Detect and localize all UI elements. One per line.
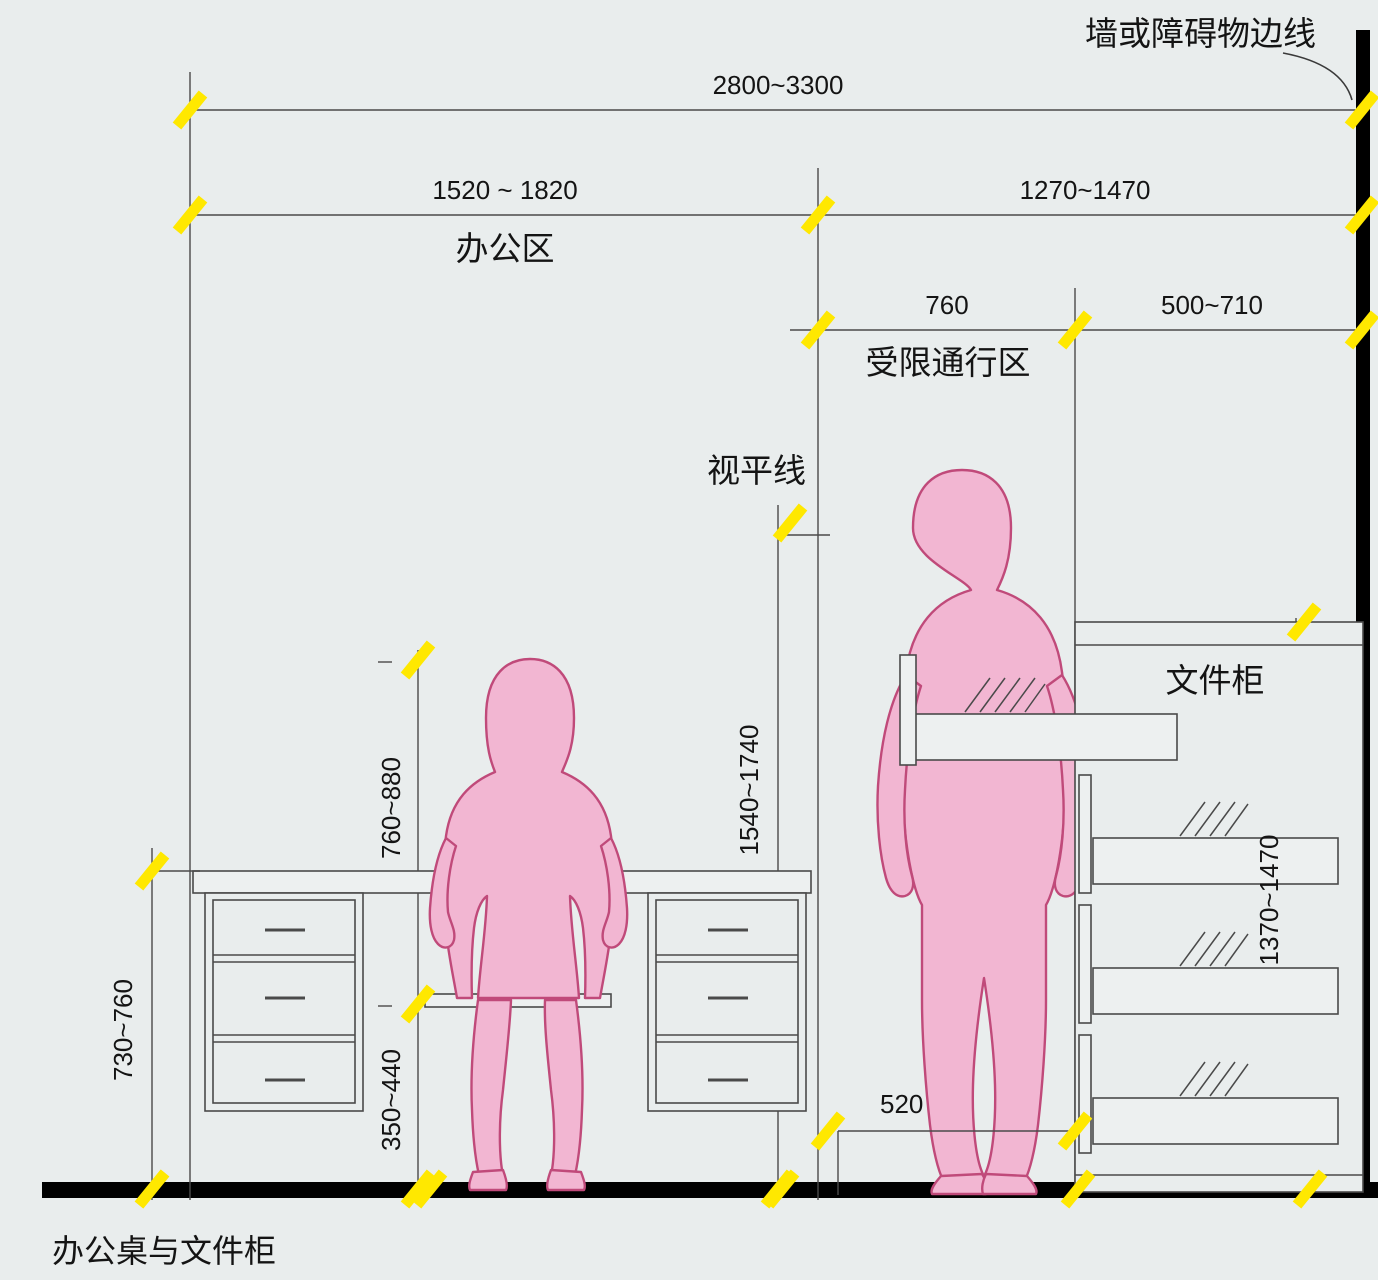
wall-callout-leader <box>1282 52 1353 101</box>
dimension-seated-eye-height: 760~880 <box>376 644 431 859</box>
drawer-front-panel-3 <box>1078 904 1092 1024</box>
zone-label-restricted-passage: 受限通行区 <box>866 344 1031 381</box>
dimension-passage-width-label: 760 <box>925 290 968 320</box>
seated-person-figure <box>428 657 629 1192</box>
dimension-seat-height-label: 350~440 <box>376 1049 406 1151</box>
dimension-shoulder-to-wall-label: 520 <box>880 1089 923 1119</box>
dimension-desk-height: 730~760 <box>108 855 200 1205</box>
file-cabinet-assembly: 文件柜 <box>899 621 1364 1193</box>
zone-label-office-area: 办公区 <box>456 230 555 267</box>
file-cabinet-drawer-open-top <box>902 713 1178 761</box>
drawer-front-panel-top <box>899 654 917 766</box>
dimension-overall-width: 2800~3300 <box>177 70 1375 126</box>
dimension-seated-eye-height-label: 760~880 <box>376 757 406 859</box>
file-cabinet-drawer-open-4 <box>1092 1097 1339 1145</box>
dimension-standing-eye-height: 1540~1740 <box>734 725 791 1205</box>
file-cabinet-drawer-open-3 <box>1092 967 1339 1015</box>
desk-assembly <box>192 870 812 1112</box>
eye-level-label: 视平线 <box>707 452 806 489</box>
dimension-desk-height-label: 730~760 <box>108 979 138 1081</box>
dimension-cabinet-reach-height: 1370~1470 <box>1254 606 1317 965</box>
dimension-seat-height: 350~440 <box>376 988 431 1205</box>
file-cabinet-drawer-open-2 <box>1092 837 1339 885</box>
eye-level-marker: 视平线 <box>707 452 830 539</box>
drawing-caption: 办公桌与文件柜 <box>52 1233 276 1269</box>
dimension-passage-widths: 760 500~710 受限通行区 <box>790 290 1375 381</box>
file-cabinet-label: 文件柜 <box>1166 662 1265 699</box>
drawer-front-panel-2 <box>1078 774 1092 894</box>
dimension-passage-cabinet-width-label: 1270~1470 <box>1020 175 1151 205</box>
dimension-zone-widths: 1520 ~ 1820 1270~1470 办公区 <box>177 175 1375 267</box>
floor-line <box>42 1182 1378 1198</box>
dimension-overall-width-label: 2800~3300 <box>713 70 844 100</box>
dimension-cabinet-reach-height-label: 1370~1470 <box>1254 835 1284 966</box>
dimension-shoulder-to-wall: 520 <box>815 1089 1088 1195</box>
dimension-standing-eye-height-label: 1540~1740 <box>734 725 764 856</box>
wall-callout-label: 墙或障碍物边线 <box>1085 15 1316 52</box>
drawer-front-panel-4 <box>1078 1034 1092 1154</box>
dimension-office-area-width-label: 1520 ~ 1820 <box>432 175 577 205</box>
dimension-cabinet-depth-label: 500~710 <box>1161 290 1263 320</box>
